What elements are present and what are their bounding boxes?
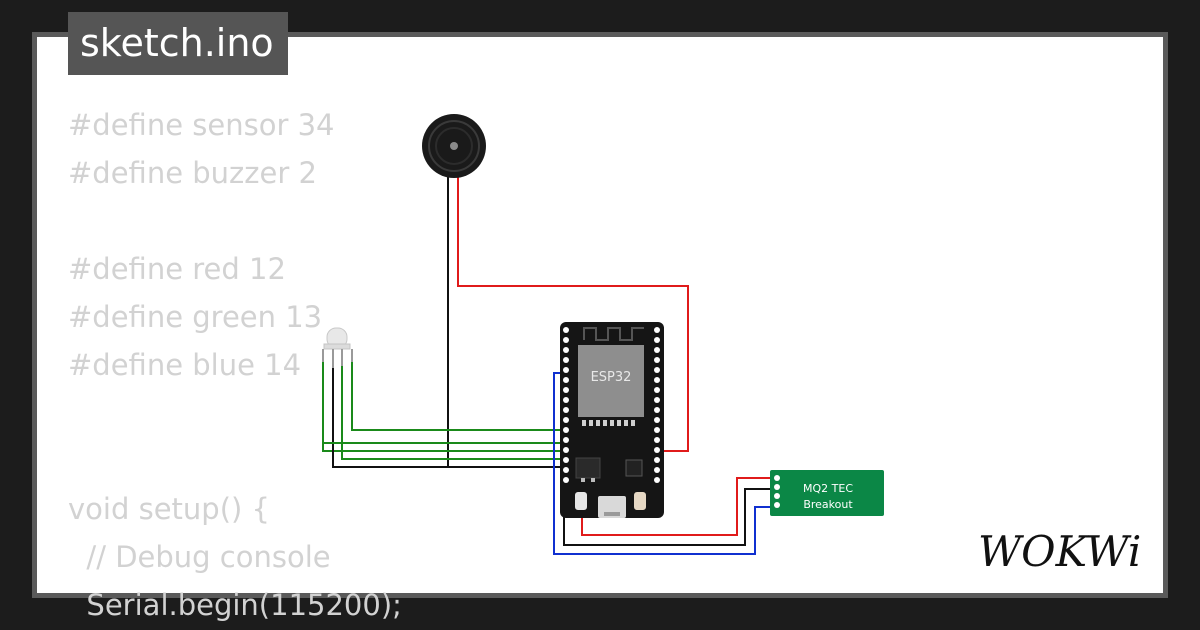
simulation-canvas: #define sensor 34 #define buzzer 2 #define… <box>37 37 1163 622</box>
code-preview: #define sensor 34 #define buzzer 2 #define… <box>68 101 402 629</box>
esp32-board[interactable]: ESP32 <box>560 322 664 518</box>
code-line: #define red 12 <box>68 252 286 286</box>
wire-buzzer-red[interactable] <box>457 176 689 452</box>
code-line: Serial.begin(115200); <box>68 588 402 622</box>
sensor-label-line1: MQ2 TEC <box>803 482 853 495</box>
wokwi-logo-text: WOKWi <box>978 527 1141 576</box>
code-line: void setup() { <box>68 492 270 526</box>
code-line: #define sensor 34 <box>68 108 335 142</box>
wire-led-black[interactable] <box>332 362 448 468</box>
wokwi-logo: WOKWi <box>978 527 1141 576</box>
wire-sensor-blue[interactable] <box>553 372 775 555</box>
board-label: ESP32 <box>591 370 632 385</box>
sketch-title[interactable]: sketch.ino <box>68 12 288 75</box>
wire-led-green-3[interactable] <box>322 362 566 452</box>
buzzer[interactable] <box>422 114 486 186</box>
wire-led-green-2[interactable] <box>341 362 566 460</box>
code-line: #define green 13 <box>68 300 323 334</box>
wire-led-green-1[interactable] <box>351 362 566 431</box>
mq2-sensor[interactable]: MQ2 TEC Breakout <box>770 470 884 516</box>
code-line: #define buzzer 2 <box>68 156 317 190</box>
code-line: #define blue 14 <box>68 348 302 382</box>
rgb-led[interactable] <box>322 327 353 368</box>
sensor-label-line2: Breakout <box>803 498 853 511</box>
code-line: // Debug console <box>68 540 331 574</box>
wire-buzzer-black[interactable] <box>447 176 566 468</box>
